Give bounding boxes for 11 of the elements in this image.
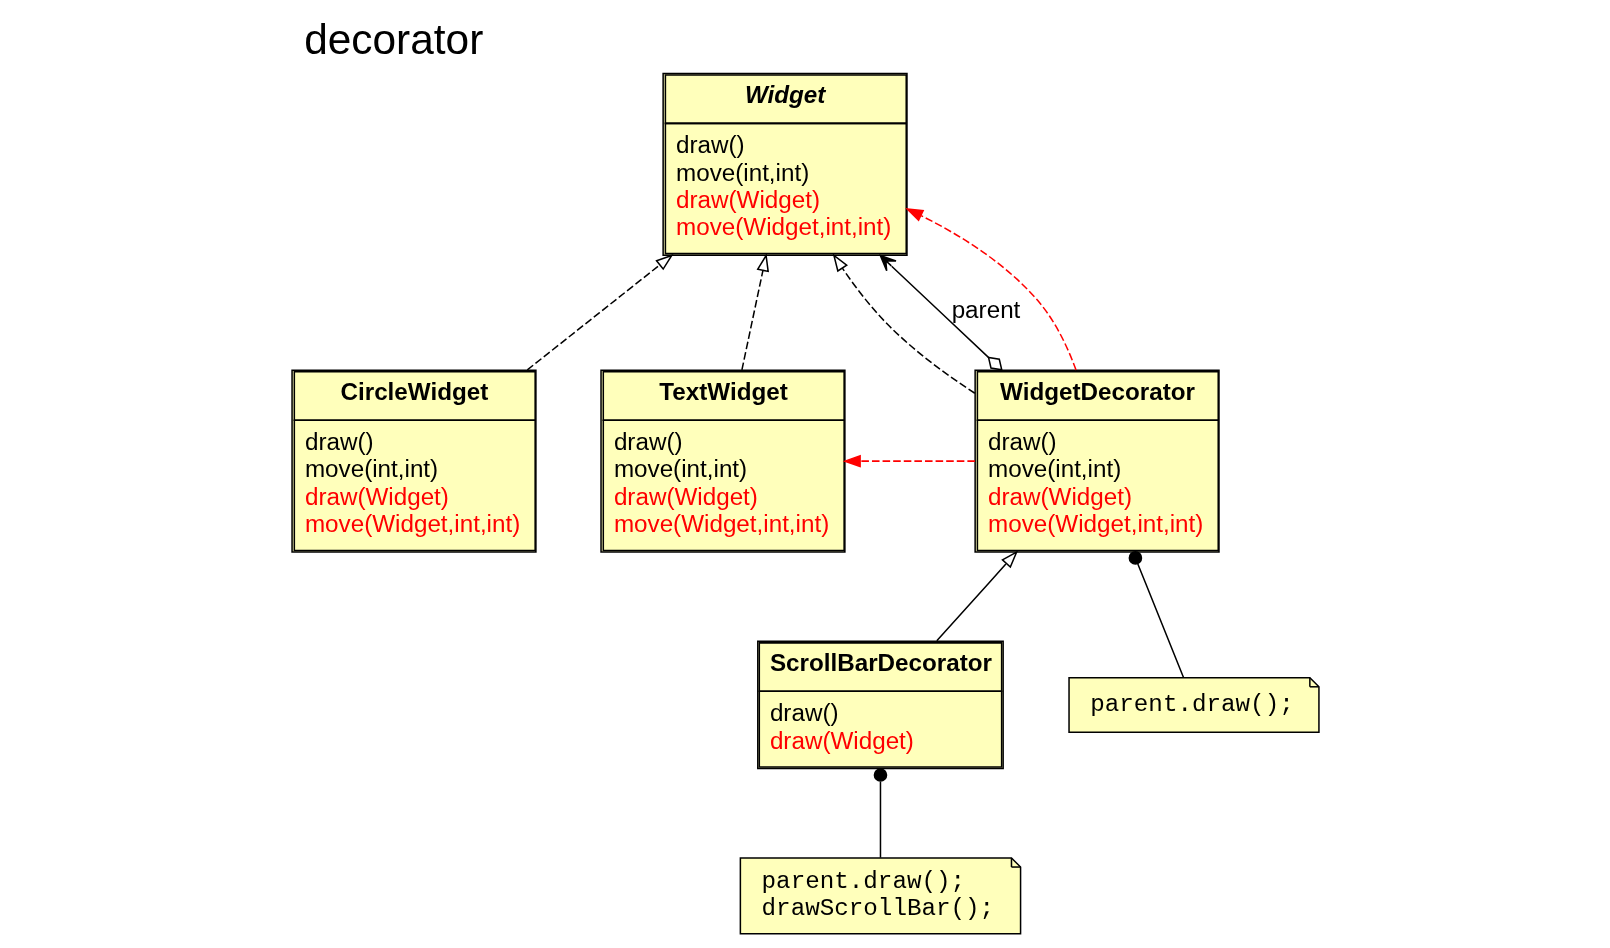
diagram-title: decorator [303, 16, 483, 64]
edge-label: parent [951, 296, 1020, 324]
arrow [935, 550, 1018, 642]
connector [873, 768, 887, 859]
arrow [904, 207, 1077, 371]
connector [1128, 551, 1184, 679]
arrow [526, 254, 674, 371]
arrow [832, 253, 976, 394]
arrow [879, 254, 1003, 371]
arrow [842, 454, 976, 468]
arrow [740, 253, 769, 371]
